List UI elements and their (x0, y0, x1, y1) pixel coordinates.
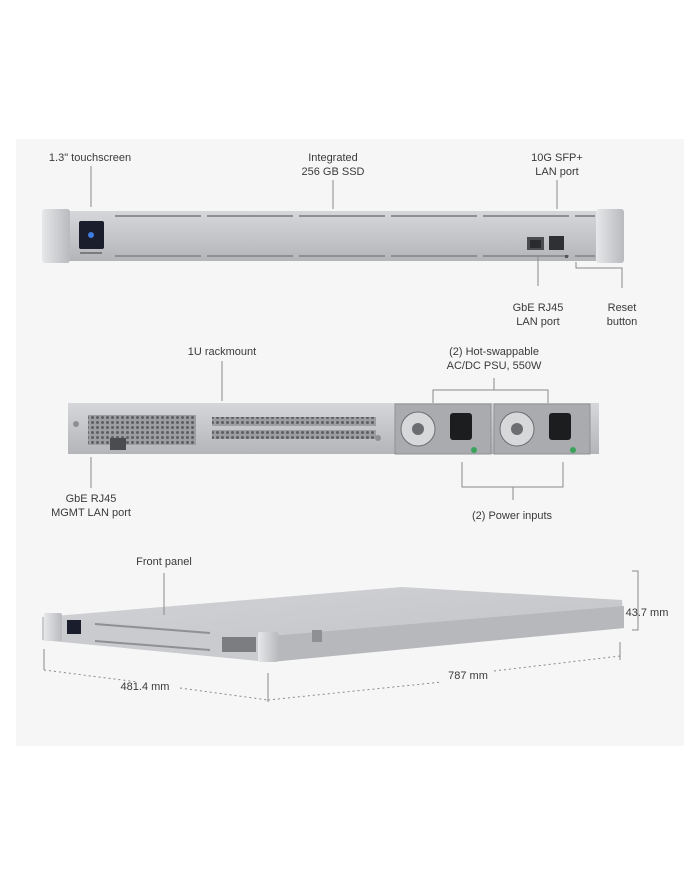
ssd-label-line1: Integrated (308, 152, 358, 164)
mgmt-label-line2: MGMT LAN port (51, 507, 131, 519)
right-rack-ear (596, 209, 624, 263)
sfp-port-label: 10G SFP+ LAN port (507, 151, 607, 179)
psu-label: (2) Hot-swappable AC/DC PSU, 550W (424, 345, 564, 373)
screen-logo-icon (88, 232, 94, 238)
sfp-label-line1: 10G SFP+ (531, 152, 583, 164)
mgmt-rj45-port (110, 438, 126, 450)
iso-port-cluster (222, 637, 256, 652)
iso-vent-bottom (94, 640, 211, 651)
device-side-surface (270, 606, 624, 662)
iso-touchscreen (67, 620, 81, 634)
rackmount-label: 1U rackmount (187, 346, 257, 358)
iso-left-ear (44, 613, 62, 641)
reset-button-hole (565, 255, 568, 258)
psu-1-led (471, 447, 477, 453)
front-chassis (46, 211, 620, 261)
touchscreen-label: 1.3" touchscreen (48, 152, 132, 164)
rear-vent-left (88, 415, 196, 445)
ssd-label: Integrated 256 GB SSD (283, 151, 383, 179)
iso-label-plate (312, 630, 322, 642)
mgmt-port-label: GbE RJ45 MGMT LAN port (41, 492, 141, 520)
rj45-label-line2: LAN port (516, 316, 560, 328)
rear-callout-lines (90, 361, 564, 500)
rear-view-device (68, 403, 599, 455)
sfp-port (549, 236, 564, 250)
reset-label-line2: button (606, 316, 638, 328)
reset-label-line1: Reset (607, 302, 637, 314)
rj45-port-socket (530, 240, 541, 248)
dimension-lines (43, 570, 639, 702)
left-rack-ear (42, 209, 70, 263)
dimensions-view-device (42, 587, 624, 662)
ssd-label-line2: 256 GB SSD (301, 166, 365, 178)
rear-vent-bottom (212, 430, 376, 439)
iso-right-ear (258, 632, 278, 662)
psu-label-line2: AC/DC PSU, 550W (446, 360, 542, 372)
iso-vent-top (94, 623, 211, 634)
reset-button-label: Reset button (582, 301, 662, 329)
rear-vent-top (212, 417, 376, 426)
rear-screw-left (73, 421, 79, 427)
mgmt-label-line1: GbE RJ45 (65, 493, 117, 505)
psu-label-line1: (2) Hot-swappable (449, 346, 539, 358)
device-front-panel (42, 617, 270, 662)
rj45-lan-label: GbE RJ45 LAN port (488, 301, 588, 329)
sfp-label-line2: LAN port (535, 166, 579, 178)
height-dimension-label: 43.7 mm (625, 607, 669, 619)
psu-1-power-inlet (450, 413, 472, 440)
screen-caption (80, 252, 102, 254)
front-panel-label: Front panel (136, 556, 192, 568)
psu-2-led (570, 447, 576, 453)
front-callout-lines (90, 166, 623, 288)
power-inputs-label: (2) Power inputs (471, 510, 553, 522)
front-view-device (42, 209, 624, 263)
rear-screw-mid (375, 435, 381, 441)
width-dimension-label: 481.4 mm (120, 681, 170, 693)
rj45-label-line1: GbE RJ45 (512, 302, 564, 314)
depth-dimension-label: 787 mm (448, 670, 488, 682)
psu-2-power-inlet (549, 413, 571, 440)
